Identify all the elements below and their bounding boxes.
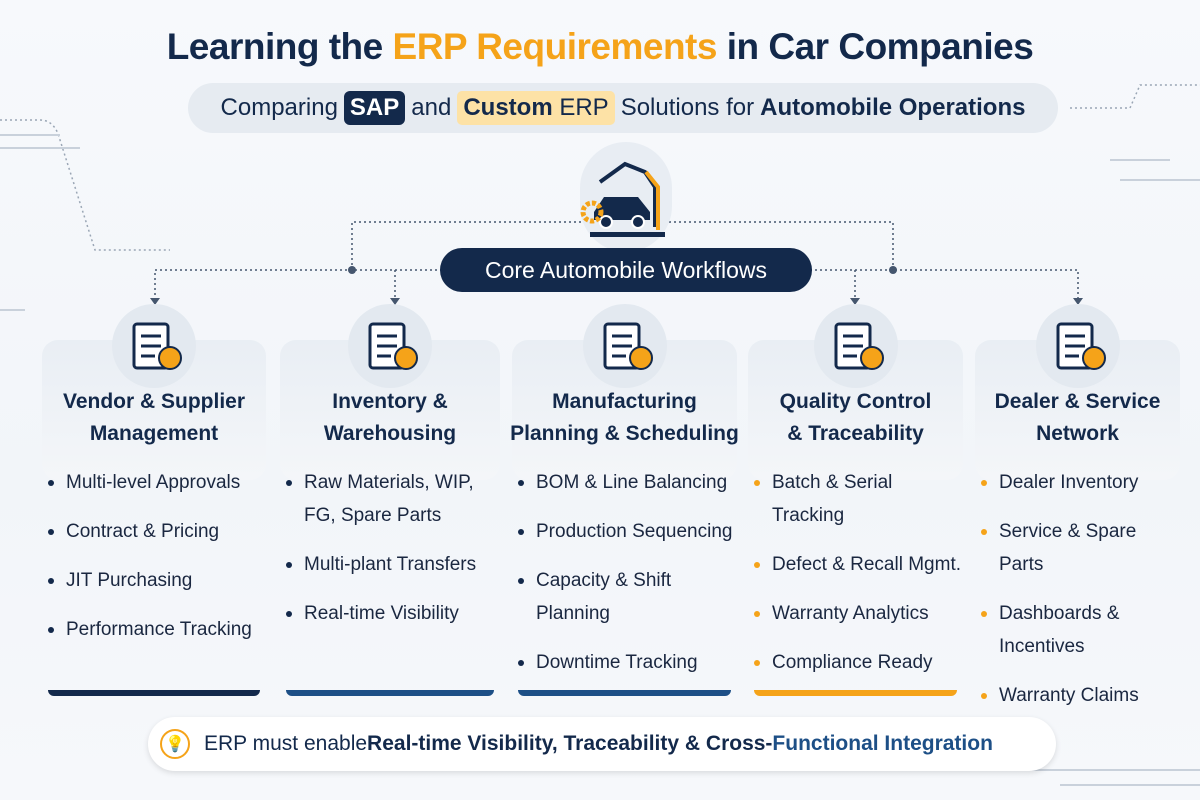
workflow-title: Quality Control& Traceability bbox=[779, 390, 932, 445]
list-item: Raw Materials, WIP, FG, Spare Parts bbox=[284, 466, 504, 532]
card-underline bbox=[518, 690, 731, 696]
custom-erp-chip: Custom ERP bbox=[457, 91, 615, 125]
clipboard-person-icon bbox=[112, 304, 196, 388]
dealer-icon bbox=[1035, 304, 1120, 388]
subtitle-text: and bbox=[411, 94, 452, 121]
subtitle-text: Comparing bbox=[220, 94, 338, 121]
list-item: Real-time Visibility bbox=[284, 597, 504, 630]
list-item: Production Sequencing bbox=[516, 515, 741, 548]
subtitle-bold: Automobile Operations bbox=[760, 94, 1026, 121]
hub-icon-circle bbox=[580, 142, 672, 252]
list-item: Dashboards & Incentives bbox=[979, 597, 1184, 663]
car-assembly-icon bbox=[580, 161, 665, 237]
subtitle-text: Solutions for bbox=[620, 94, 755, 121]
list-item: Capacity & Shift Planning bbox=[516, 564, 741, 630]
list-item: Warranty Claims bbox=[979, 679, 1184, 712]
page-title: Learning the ERP Requirements in Car Com… bbox=[166, 26, 1034, 67]
card-underline bbox=[48, 690, 260, 696]
robot-arm-icon bbox=[582, 304, 667, 388]
footer-text: ERP must enable bbox=[204, 732, 368, 755]
checklist-magnifier-icon bbox=[813, 304, 898, 388]
lightbulb-icon: 💡 bbox=[160, 729, 190, 759]
footer-bold: Real-time Visibility, Traceability & Cro… bbox=[367, 732, 773, 755]
list-item: Defect & Recall Mgmt. bbox=[752, 548, 967, 581]
warehouse-icon bbox=[348, 304, 432, 388]
list-item: Downtime Tracking bbox=[516, 646, 741, 679]
list-item: Compliance Ready bbox=[752, 646, 967, 679]
list-item: Dealer Inventory bbox=[979, 466, 1184, 499]
sap-chip: SAP bbox=[343, 91, 406, 125]
subtitle-banner: Comparing SAP and Custom ERP Solutions f… bbox=[188, 83, 1058, 133]
list-item: Contract & Pricing bbox=[46, 515, 270, 548]
core-workflows-label: Core Automobile Workflows bbox=[440, 248, 812, 292]
list-item: Performance Tracking bbox=[46, 613, 270, 646]
card-underline bbox=[754, 690, 957, 696]
list-item: Batch & Serial Tracking bbox=[752, 466, 967, 532]
list-item: Multi-level Approvals bbox=[46, 466, 270, 499]
workflow-title: Inventory &Warehousing bbox=[323, 390, 457, 445]
footer-banner: 💡 ERP must enable Real-time Visibility, … bbox=[148, 717, 1056, 771]
list-item: JIT Purchasing bbox=[46, 564, 270, 597]
list-item: BOM & Line Balancing bbox=[516, 466, 741, 499]
list-item: Multi-plant Transfers bbox=[284, 548, 504, 581]
card-underline bbox=[286, 690, 494, 696]
list-item: Warranty Analytics bbox=[752, 597, 967, 630]
list-item: Service & Spare Parts bbox=[979, 515, 1184, 581]
footer-blue: Functional Integration bbox=[772, 732, 993, 755]
